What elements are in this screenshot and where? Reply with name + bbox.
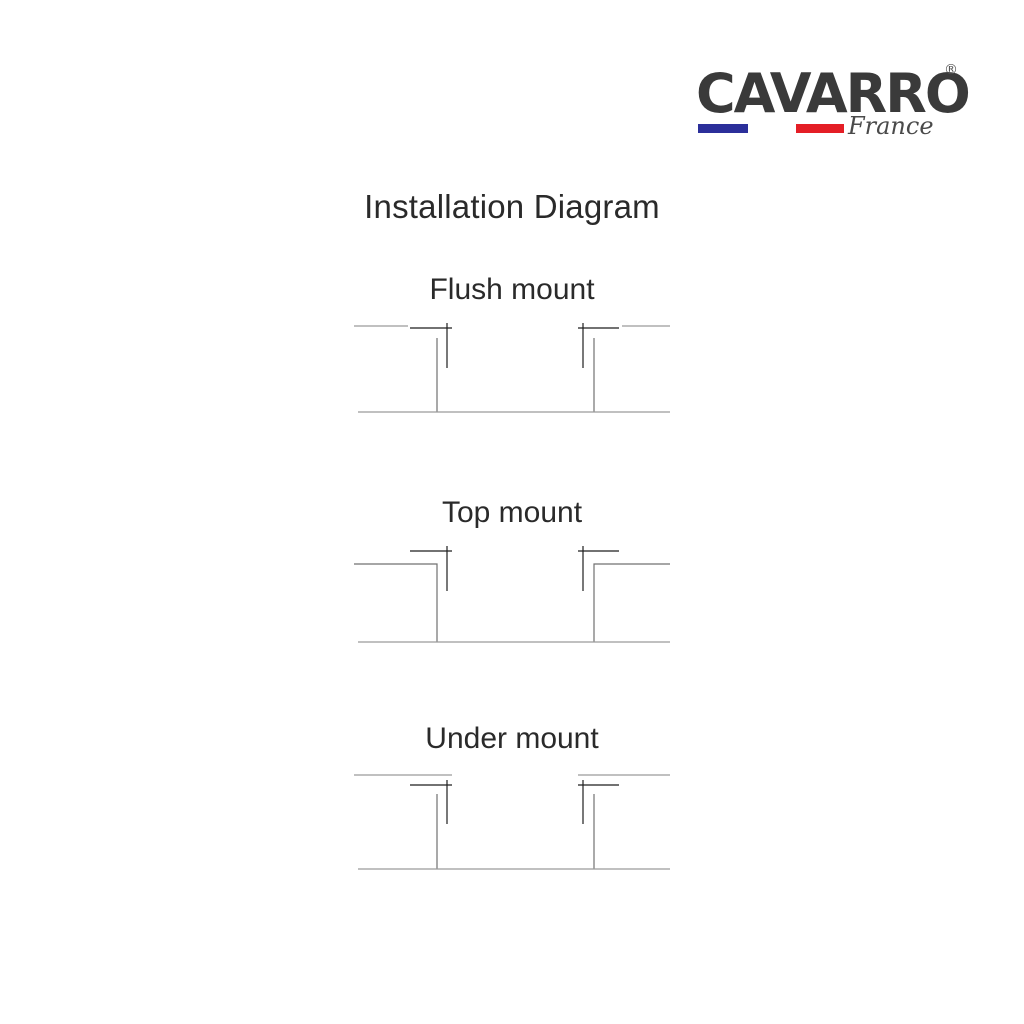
- page-title: Installation Diagram: [364, 188, 660, 225]
- flush-mount-diagram: [354, 323, 670, 413]
- top-countertop-wall-right: [593, 563, 670, 642]
- logo-sub-text: France: [847, 112, 934, 140]
- top-countertop-wall-left: [354, 563, 438, 642]
- cavarro-logo: CAVARRO ® France: [690, 56, 970, 146]
- top-mount-title: Top mount: [441, 496, 583, 529]
- under-mount-diagram: [354, 774, 670, 870]
- registered-mark: ®: [944, 62, 958, 78]
- flush-mount-title: Flush mount: [429, 273, 595, 306]
- flag-blue-stripe: [698, 124, 748, 133]
- cavarro-logo-graphic: CAVARRO ® France: [696, 62, 970, 140]
- logo-brand-text: CAVARRO: [696, 62, 969, 125]
- under-mount-title: Under mount: [425, 722, 599, 755]
- flag-red-stripe: [796, 124, 844, 133]
- top-mount-diagram: [354, 546, 670, 643]
